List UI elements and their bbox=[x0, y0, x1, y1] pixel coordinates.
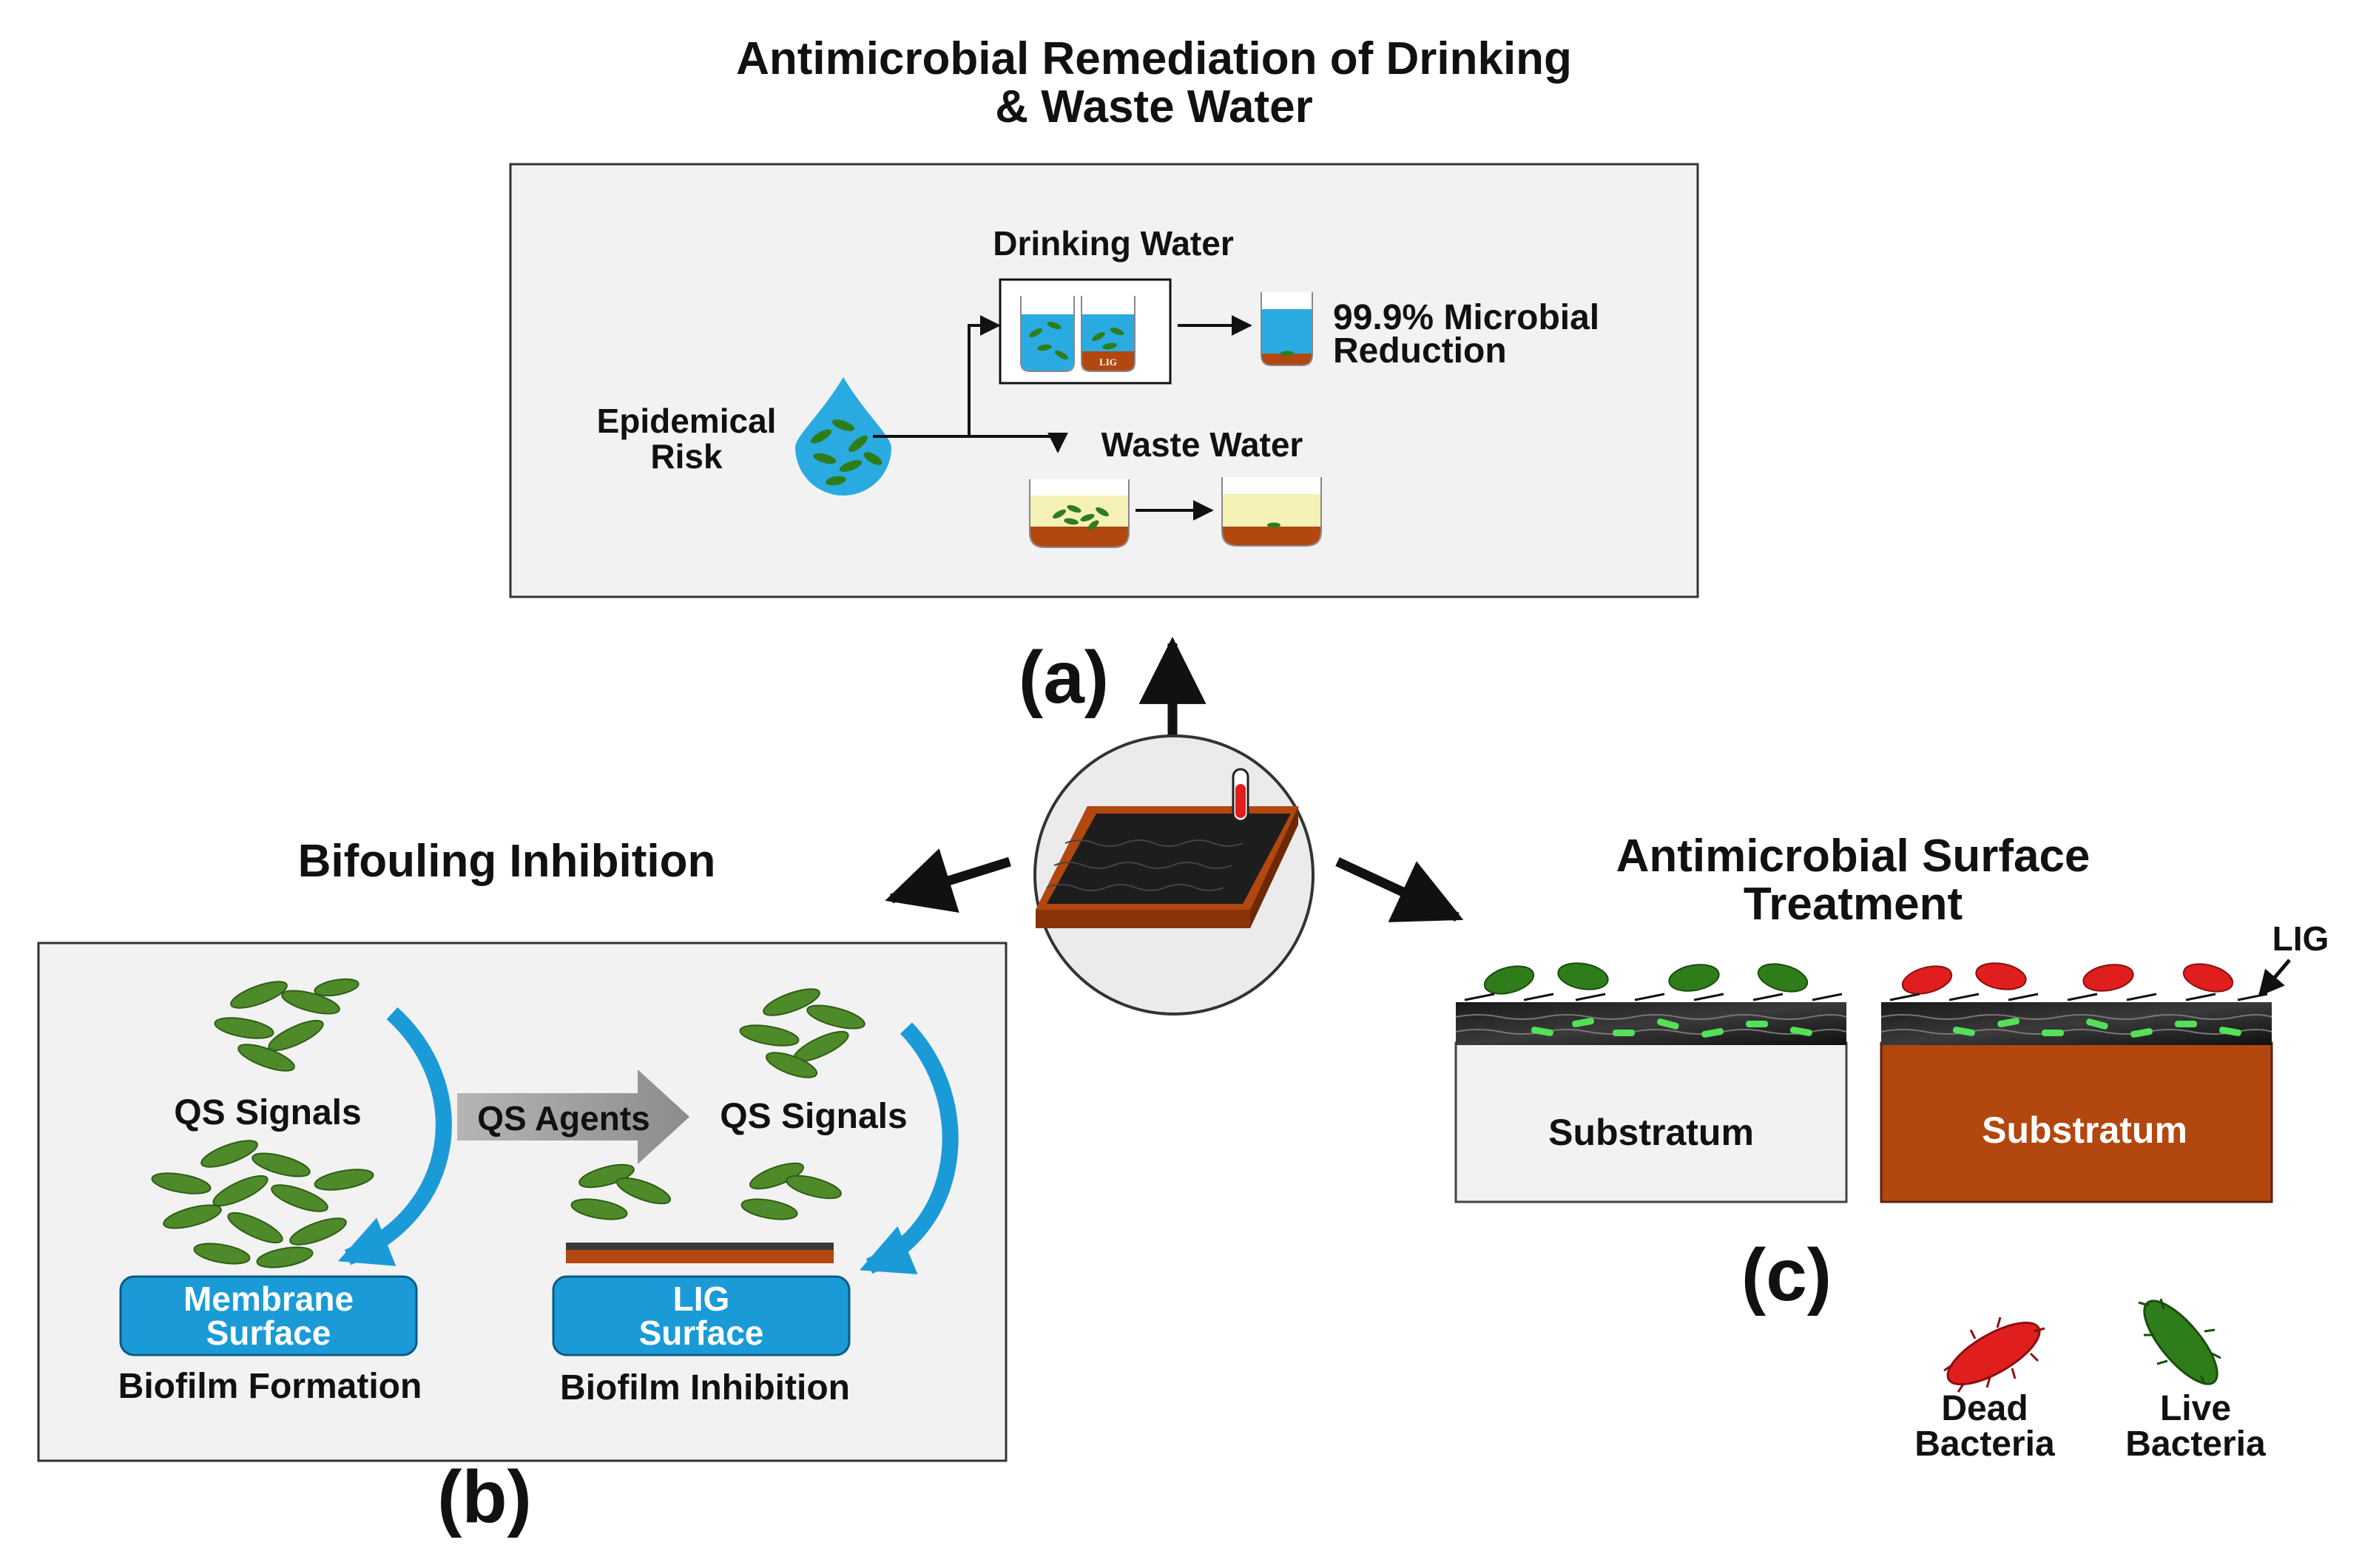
qs-signals-right-label: QS Signals bbox=[720, 1097, 907, 1136]
live-bacteria-line2: Bacteria bbox=[2125, 1425, 2266, 1464]
panel-c-title-line1: Antimicrobial Surface bbox=[1616, 831, 2091, 882]
biofilm-bacteria-cluster-icon bbox=[151, 1140, 374, 1268]
panel-a-label: (a) bbox=[1019, 636, 1109, 719]
dead-bacteria-line2: Bacteria bbox=[1914, 1425, 2055, 1464]
microbial-reduction-line1: 99.9% Microbial bbox=[1333, 298, 1599, 337]
epidemical-risk-line2: Risk bbox=[650, 437, 723, 476]
substratum-left-label: Substratum bbox=[1548, 1112, 1754, 1153]
panel-c-title-line2: Treatment bbox=[1744, 879, 1963, 930]
lig-pointer-arrow bbox=[2258, 959, 2291, 997]
live-bacteria-line1: Live bbox=[2160, 1389, 2231, 1428]
curved-arrow-left-icon bbox=[337, 1007, 452, 1266]
panel-b-label: (b) bbox=[437, 1456, 532, 1538]
beaker-waste-untreated-icon bbox=[1029, 479, 1130, 548]
lig-surface-bacteria-icon bbox=[570, 1162, 842, 1220]
lig-device-circle bbox=[885, 636, 1464, 1016]
membrane-surface-line2: Surface bbox=[206, 1314, 331, 1352]
qs-agents-arrow: QS Agents bbox=[457, 1069, 689, 1164]
beaker-lig-treated-icon: LIG bbox=[1081, 296, 1136, 372]
panel-c-label: (c) bbox=[1741, 1234, 1832, 1317]
panel-b-title: Bifouling Inhibition bbox=[298, 836, 716, 887]
beaker-waste-treated-icon bbox=[1221, 477, 1322, 547]
arrow-to-panel-c bbox=[1335, 857, 1464, 922]
substratum-block-left: Substratum bbox=[1454, 962, 1848, 1203]
panel-a-title-line1: Antimicrobial Remediation of Drinking bbox=[736, 33, 1572, 84]
panel-a: Antimicrobial Remediation of Drinking & … bbox=[509, 33, 1699, 719]
arrow-to-panel-b bbox=[885, 848, 1011, 913]
membrane-surface-line1: Membrane bbox=[183, 1280, 354, 1318]
substratum-right-label: Substratum bbox=[1982, 1109, 2187, 1151]
legend: Dead Bacteria Live Bacteria bbox=[1914, 1298, 2266, 1464]
waste-water-label: Waste Water bbox=[1101, 425, 1303, 464]
lig-pointer-label: LIG bbox=[2272, 919, 2329, 958]
panel-a-title-line2: & Waste Water bbox=[995, 81, 1313, 132]
dead-bacteria-line1: Dead bbox=[1941, 1389, 2028, 1428]
panel-b: Bifouling Inhibition QS Signals bbox=[37, 836, 1008, 1538]
lig-surface-box bbox=[552, 1275, 851, 1356]
beaker-lig-tag: LIG bbox=[1099, 356, 1117, 368]
flow-lines bbox=[873, 315, 1068, 453]
qs-signals-left-label: QS Signals bbox=[174, 1093, 361, 1132]
contaminated-water-drop-icon bbox=[795, 377, 891, 496]
qs-bacteria-cluster-left-icon bbox=[214, 978, 360, 1072]
drinking-water-label: Drinking Water bbox=[993, 224, 1234, 263]
substratum-block-right: Substratum bbox=[1880, 962, 2273, 1203]
curved-arrow-right-icon bbox=[860, 1022, 959, 1274]
microbial-reduction-line2: Reduction bbox=[1333, 331, 1507, 371]
beaker-clean-water-icon bbox=[1261, 292, 1313, 366]
membrane-surface-box bbox=[119, 1275, 418, 1356]
qs-agents-label: QS Agents bbox=[477, 1099, 649, 1138]
live-bacteria-row-icon bbox=[1483, 962, 1809, 995]
dead-bacteria-legend-icon bbox=[1943, 1317, 2045, 1393]
panel-b-box bbox=[37, 942, 1008, 1462]
lig-surface-line2: Surface bbox=[639, 1314, 764, 1352]
beaker-untreated-icon bbox=[1020, 296, 1075, 372]
lig-substrate-icon bbox=[1036, 806, 1298, 928]
live-bacteria-legend-icon bbox=[2138, 1298, 2221, 1385]
dead-bacteria-row-icon bbox=[1901, 962, 2234, 995]
biofilm-inhibition-label: Biofilm Inhibition bbox=[560, 1368, 850, 1408]
qs-bacteria-cluster-right-icon bbox=[739, 988, 865, 1078]
lig-surface-line1: LIG bbox=[673, 1280, 730, 1318]
laser-tube-icon bbox=[1232, 768, 1249, 822]
panel-c: Antimicrobial Surface Treatment bbox=[1454, 831, 2329, 1317]
epidemical-risk-line1: Epidemical bbox=[597, 402, 777, 440]
biofilm-formation-label: Biofilm Formation bbox=[118, 1367, 422, 1406]
